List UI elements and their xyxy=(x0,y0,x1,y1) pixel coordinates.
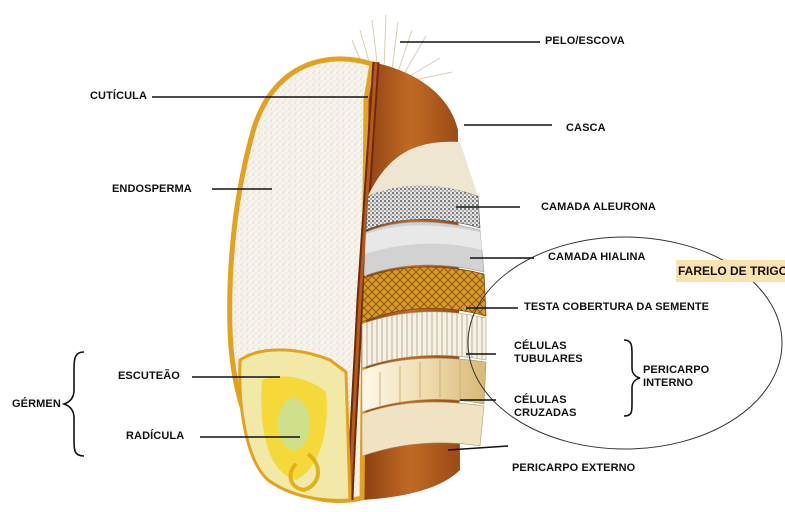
camada-aleurona-label: CAMADA ALEURONA xyxy=(541,201,656,214)
germen-brace xyxy=(64,352,84,456)
farelo-de-trigo-badge: FARELO DE TRIGO xyxy=(676,260,785,282)
testa-label: TESTA COBERTURA DA SEMENTE xyxy=(524,301,709,314)
pericarpo-interno-label: PERICARPO INTERNO xyxy=(643,364,709,390)
radicula-label: RADÍCULA xyxy=(126,430,184,443)
pelo-escova-label: PELO/ESCOVA xyxy=(545,35,625,48)
camada-hialina-label: CAMADA HIALINA xyxy=(548,251,646,264)
casca-label: CASCA xyxy=(566,122,606,135)
pericarpo-externo-label: PERICARPO EXTERNO xyxy=(512,462,635,475)
celulas-tubulares-label: CÉLULAS TUBULARES xyxy=(514,340,583,366)
escuteao-label: ESCUTEÃO xyxy=(118,370,180,383)
pericarpo-interno-brace xyxy=(624,340,640,416)
farelo-de-trigo-label: FARELO DE TRIGO xyxy=(678,264,785,278)
radicle-shape xyxy=(278,398,310,450)
cuticula-label: CUTÍCULA xyxy=(90,90,147,103)
celulas-cruzadas-label: CÉLULAS CRUZADAS xyxy=(514,394,577,420)
endosperma-label: ENDOSPERMA xyxy=(112,183,192,196)
germen-label: GÉRMEN xyxy=(12,398,61,411)
